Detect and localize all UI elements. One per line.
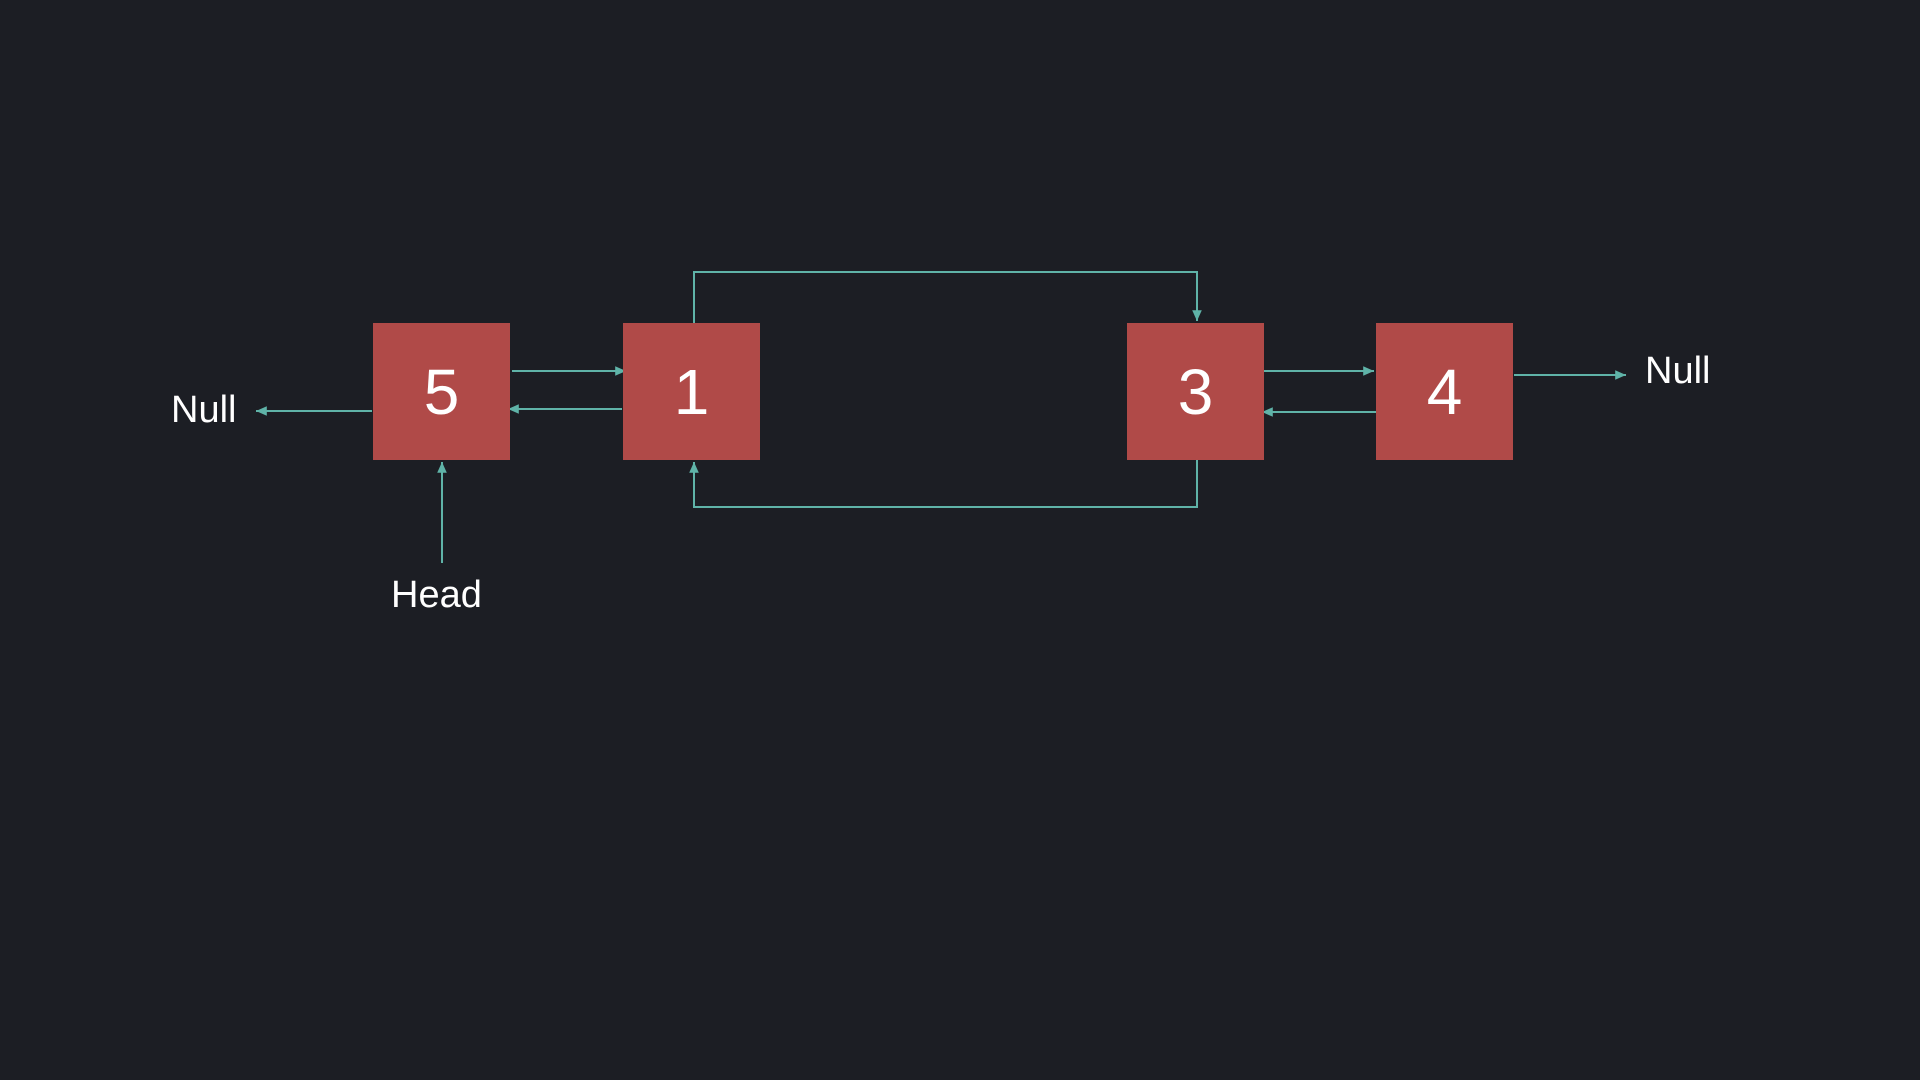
node-3: 3 — [1127, 323, 1264, 460]
arrow-1-next-3 — [693, 271, 1202, 323]
node-1: 1 — [623, 323, 760, 460]
node-4: 4 — [1376, 323, 1513, 460]
null-left-label: Null — [171, 389, 237, 431]
null-right-label: Null — [1645, 350, 1711, 392]
arrow-3-prev-1 — [689, 459, 1198, 508]
node-5: 5 — [373, 323, 510, 460]
head-label: Head — [391, 574, 482, 616]
